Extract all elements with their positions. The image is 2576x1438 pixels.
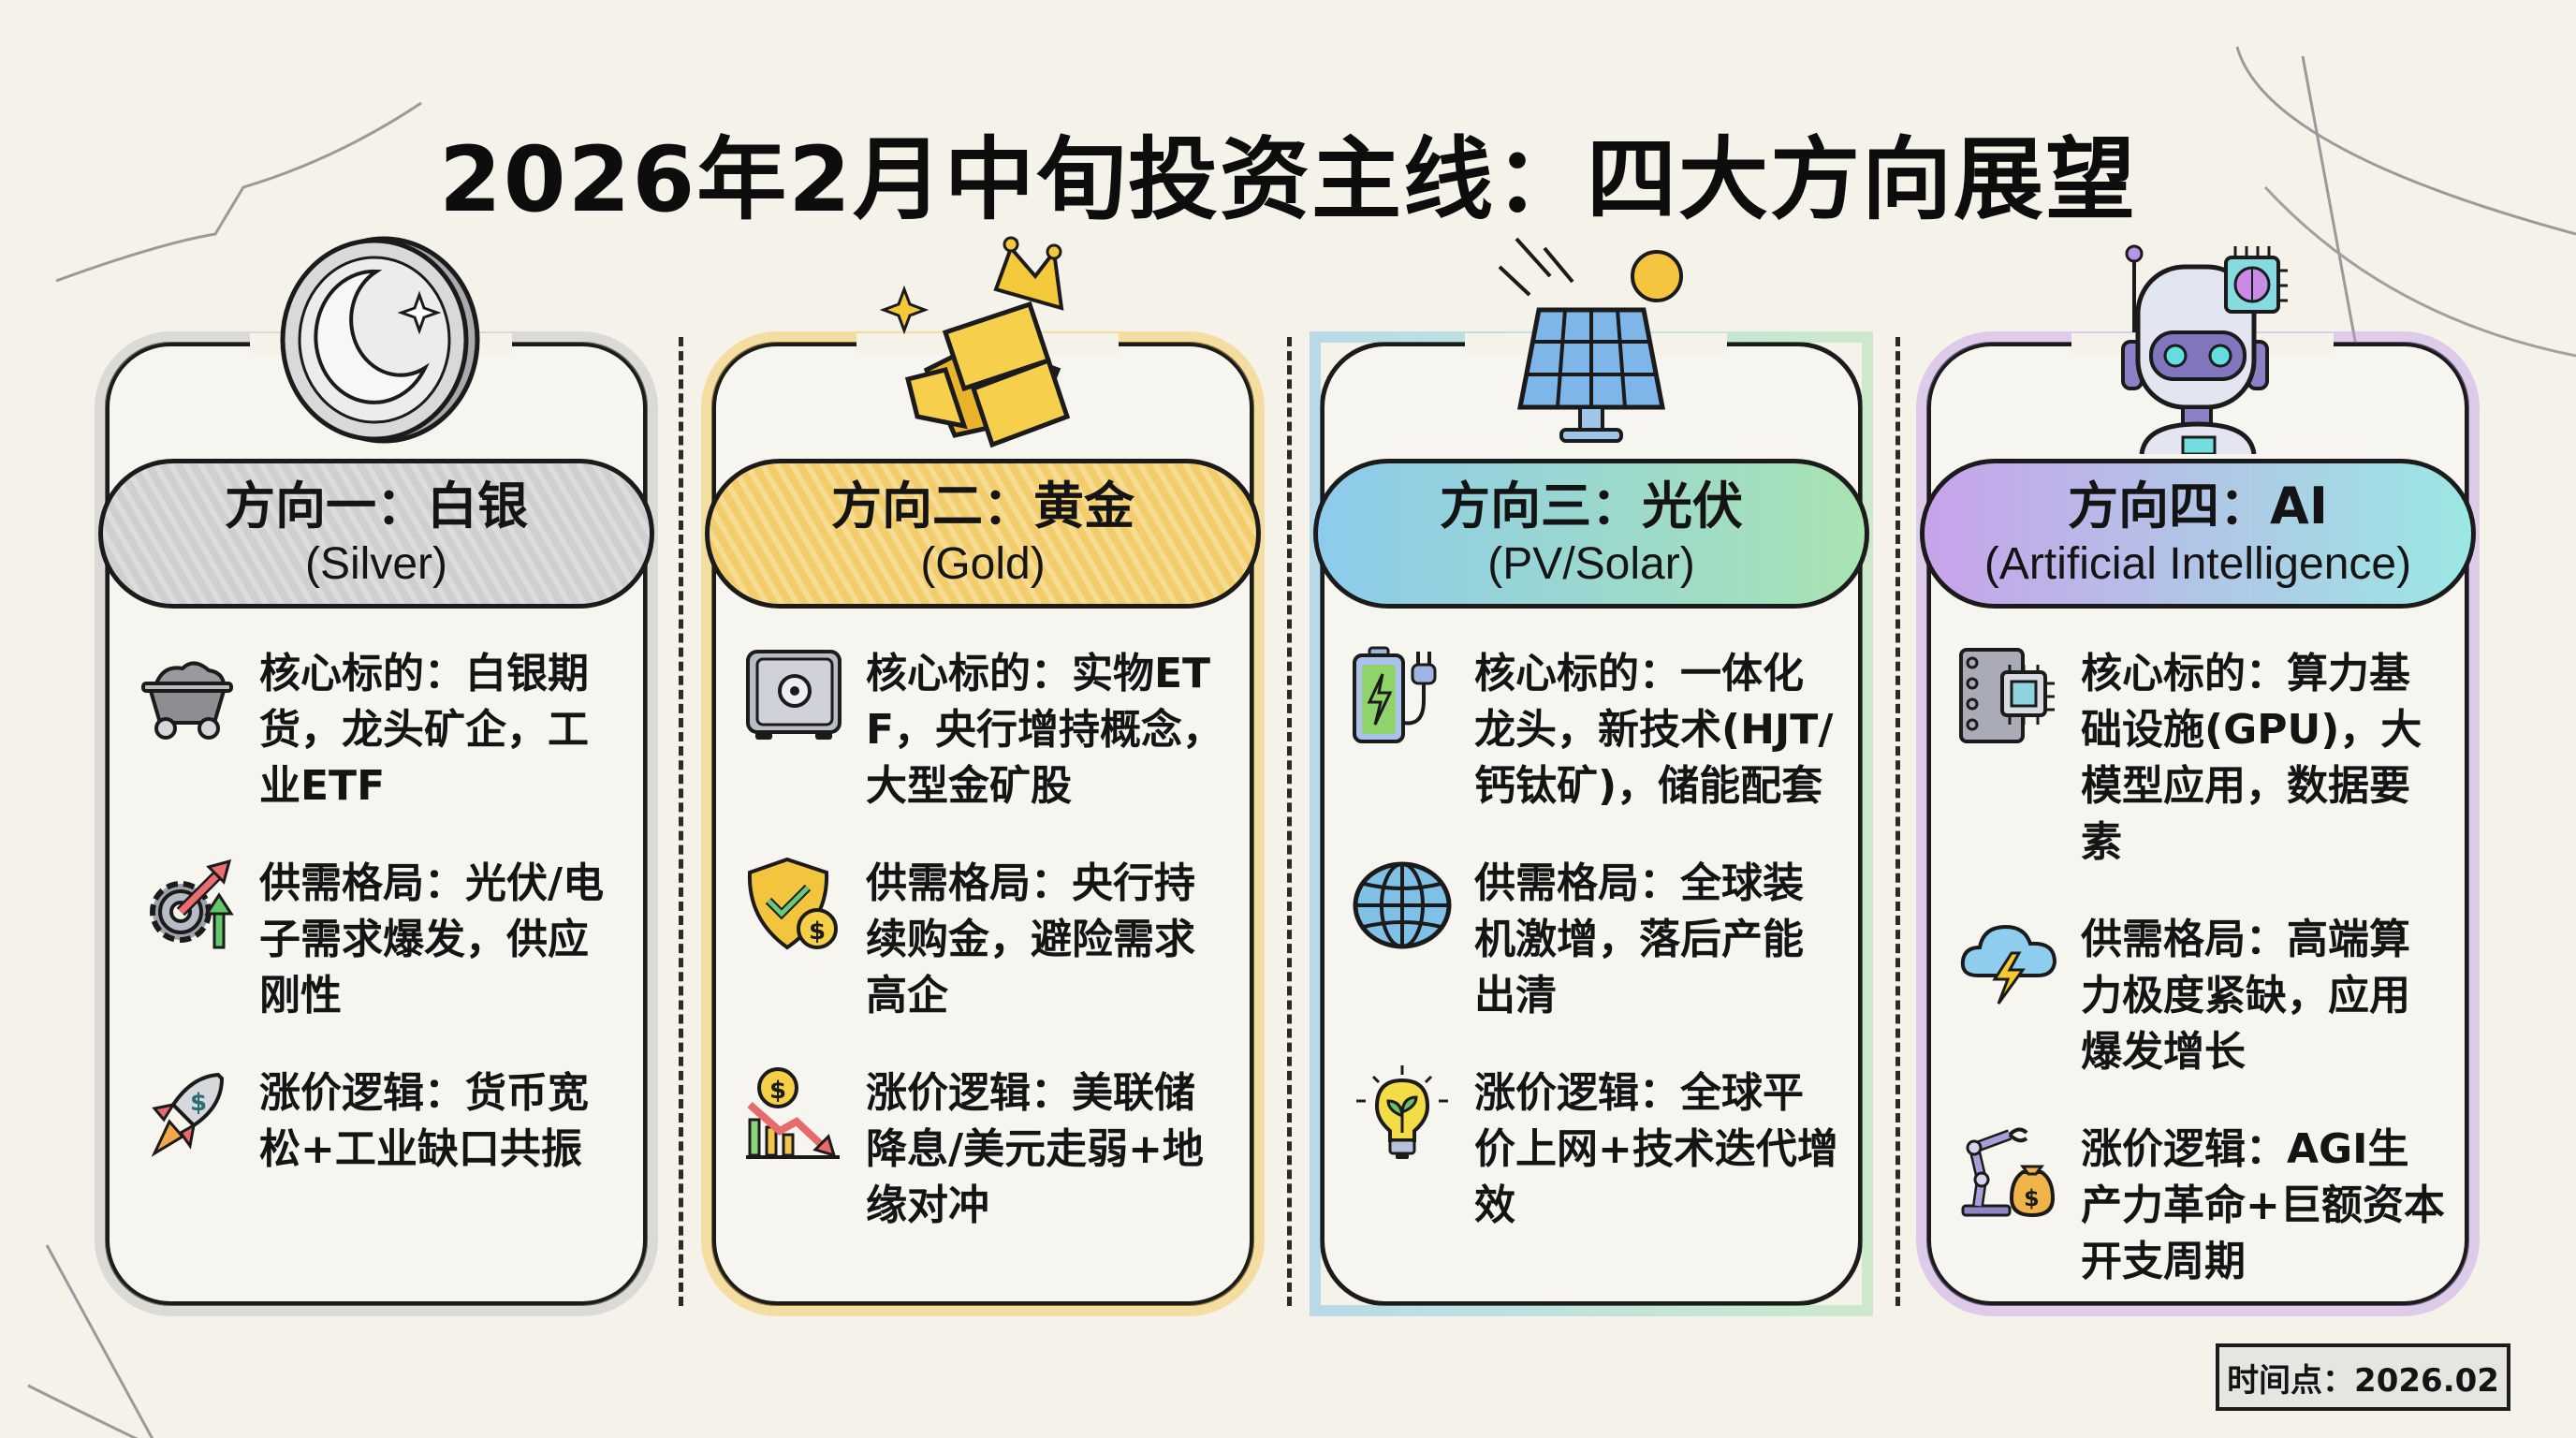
list-item: $ 供需格局：央行持续购金，避险需求高企 — [742, 856, 1233, 1024]
item-text: 涨价逻辑：AGI生产力革命+巨额资本开支周期 — [2081, 1125, 2445, 1285]
solar-panel-sun-icon — [1498, 237, 1683, 443]
item-text: 供需格局：央行持续购金，避险需求高企 — [866, 859, 1195, 1020]
item-text: 供需格局：全球装机激增，落后产能出清 — [1474, 859, 1804, 1020]
svg-text:$: $ — [809, 917, 826, 946]
item-text: 核心标的：实物ETF，央行增持概念，大型金矿股 — [866, 650, 1224, 810]
gold-bars-crown-icon — [879, 236, 1071, 448]
battery-plug-icon — [1353, 646, 1437, 743]
column-divider — [679, 337, 683, 1306]
list-item: 核心标的：一体化龙头，新技术(HJT/钙钛矿)，储能配套 — [1351, 646, 1841, 814]
item-text: 涨价逻辑：全球平价上网+技术迭代增效 — [1474, 1069, 1838, 1229]
direction-title: 方向二：黄金 — [831, 477, 1134, 536]
silver-coin-moon-icon — [280, 236, 480, 444]
direction-subtitle: (Gold) — [920, 539, 1046, 589]
direction-subtitle: (Silver) — [305, 539, 447, 589]
item-text: 涨价逻辑：美联储降息/美元走弱+地缘对冲 — [866, 1069, 1204, 1229]
list-item: $ 涨价逻辑：货币宽松+工业缺口共振 — [136, 1065, 626, 1178]
item-text: 供需格局：光伏/电子需求爆发，供应刚性 — [259, 859, 605, 1020]
timestamp-badge: 时间点：2026.02 — [2216, 1343, 2510, 1411]
list-item: 核心标的：白银期货，龙头矿企，工业ETF — [136, 646, 626, 814]
column-divider — [1287, 337, 1292, 1306]
direction-banner: 方向一：白银 (Silver) — [98, 459, 654, 609]
item-text: 涨价逻辑：货币宽松+工业缺口共振 — [259, 1069, 589, 1173]
robot-brain-chip-icon — [2121, 244, 2288, 454]
direction-banner: 方向三：光伏 (PV/Solar) — [1313, 459, 1869, 609]
safe-vault-icon — [746, 650, 842, 740]
server-chip-icon — [1959, 648, 2055, 743]
list-item: $ 涨价逻辑：AGI生产力革命+巨额资本开支周期 — [1957, 1122, 2448, 1290]
dollar-rocket-icon: $ — [151, 1072, 225, 1157]
mine-cart-icon — [141, 661, 233, 740]
direction-banner: 方向二：黄金 (Gold) — [705, 459, 1261, 609]
column-divider — [1895, 337, 1900, 1306]
direction-card-solar: 方向三：光伏 (PV/Solar) 核心标的：一体化龙头，新技术(HJT/钙钛矿… — [1310, 237, 1873, 1316]
direction-subtitle: (PV/Solar) — [1487, 539, 1695, 589]
gear-growth-arrow-icon — [150, 858, 234, 949]
dollar-down-chart-icon: $ — [746, 1067, 840, 1159]
list-item: 供需格局：光伏/电子需求爆发，供应刚性 — [136, 856, 626, 1024]
direction-title: 方向三：光伏 — [1440, 477, 1743, 536]
direction-title: 方向四：AI — [2068, 477, 2328, 536]
list-item: 涨价逻辑：全球平价上网+技术迭代增效 — [1351, 1065, 1841, 1234]
direction-card-ai: 方向四：AI (Artificial Intelligence) 核心标的：算力… — [1916, 244, 2480, 1316]
cloud-lightning-icon — [1960, 924, 2057, 1005]
item-text: 供需格局：高端算力极度紧缺，应用爆发增长 — [2081, 916, 2410, 1076]
item-text: 核心标的：一体化龙头，新技术(HJT/钙钛矿)，储能配套 — [1474, 650, 1834, 810]
list-item: 供需格局：高端算力极度紧缺，应用爆发增长 — [1957, 912, 2448, 1080]
svg-text:$: $ — [769, 1077, 786, 1105]
svg-text:$: $ — [2024, 1185, 2040, 1211]
page-title: 2026年2月中旬投资主线：四大方向展望 — [439, 127, 2137, 233]
list-item: $ 涨价逻辑：美联储降息/美元走弱+地缘对冲 — [742, 1065, 1233, 1234]
direction-card-gold: 方向二：黄金 (Gold) 核心标的：实物ETF，央行增持概念，大型金矿股 $ — [701, 236, 1265, 1316]
eco-lightbulb-icon — [1356, 1065, 1448, 1159]
list-item: 核心标的：实物ETF，央行增持概念，大型金矿股 — [742, 646, 1233, 814]
direction-banner: 方向四：AI (Artificial Intelligence) — [1920, 459, 2476, 609]
item-text: 核心标的：白银期货，龙头矿企，工业ETF — [259, 650, 589, 810]
shield-check-coin-icon: $ — [747, 857, 838, 950]
direction-subtitle: (Artificial Intelligence) — [1983, 539, 2412, 589]
direction-card-silver: 方向一：白银 (Silver) 核心标的：白银期货，龙头矿企，工业ETF — [95, 236, 658, 1316]
globe-icon — [1353, 861, 1452, 949]
item-text: 核心标的：算力基础设施(GPU)，大模型应用，数据要素 — [2081, 650, 2422, 866]
list-item: 供需格局：全球装机激增，落后产能出清 — [1351, 856, 1841, 1024]
direction-title: 方向一：白银 — [225, 477, 528, 536]
svg-text:$: $ — [190, 1089, 207, 1117]
list-item: 核心标的：算力基础设施(GPU)，大模型应用，数据要素 — [1957, 646, 2448, 871]
robot-arm-money-bag-icon: $ — [1961, 1127, 2056, 1218]
